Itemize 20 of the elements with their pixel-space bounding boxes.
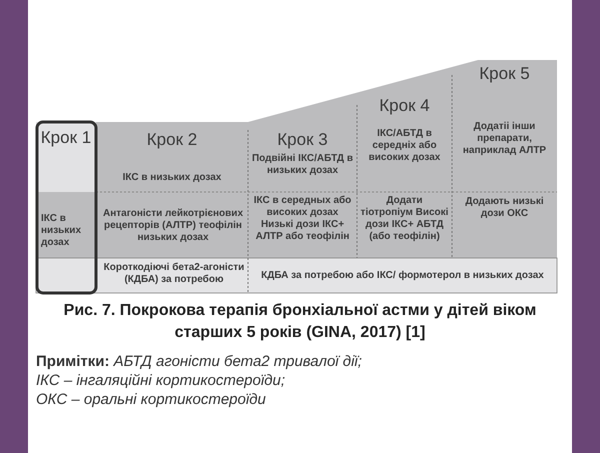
reliever-text: КДБА за потребою або ІКС/ формотерол в низьких дозах (260, 270, 545, 282)
treatment-text: Антагоністи лейкотрієнових рецепторів (АЛТР) теофілін низьких дозах (102, 208, 244, 244)
note-text: ІКС – інгаляційні кортикостероїди; (36, 371, 286, 390)
treatment-text: Додають низькі дози ОКС (464, 196, 545, 220)
step-heading: Крок 3 (276, 130, 329, 150)
step-heading: Крок 4 (378, 96, 431, 116)
treatment-text: Додатіі інши препарати, наприклад АЛТР (462, 121, 548, 157)
step-heading: Крок 5 (478, 64, 531, 84)
treatment-text: Подвійні ІКС/АБТД в низьких дозах (250, 153, 354, 177)
step-heading: Крок 1 (40, 128, 92, 148)
treatment-text: ІКС/АБТД в середніх або високих дозах (368, 128, 442, 164)
treatment-text: Додати тіотропіум Високі дози ІКС+ АБТД (або теофілін) (360, 195, 450, 243)
note-text: Примітки: АБТД агоністи бета2 тривалої дії; (36, 352, 362, 371)
note-text: ОКС – оральні кортикостероїди (36, 390, 266, 409)
figure-caption: Рис. 7. Покрокова терапія бронхіальної астми у дітей віком старших 5 років (GINA, 2017) [1] (62, 301, 538, 343)
reliever-text: Короткодіючі бета2-агоністи (КДБА) за потребою (102, 262, 246, 286)
treatment-text: ІКС в низьких дозах (122, 172, 222, 184)
step-heading: Крок 2 (146, 130, 198, 150)
treatment-text: ІКС в середных або високих дозах Низькі дози ІКС+ АЛТР або теофілін (252, 195, 352, 243)
treatment-text: ІКС в низьких дозах (40, 213, 82, 249)
